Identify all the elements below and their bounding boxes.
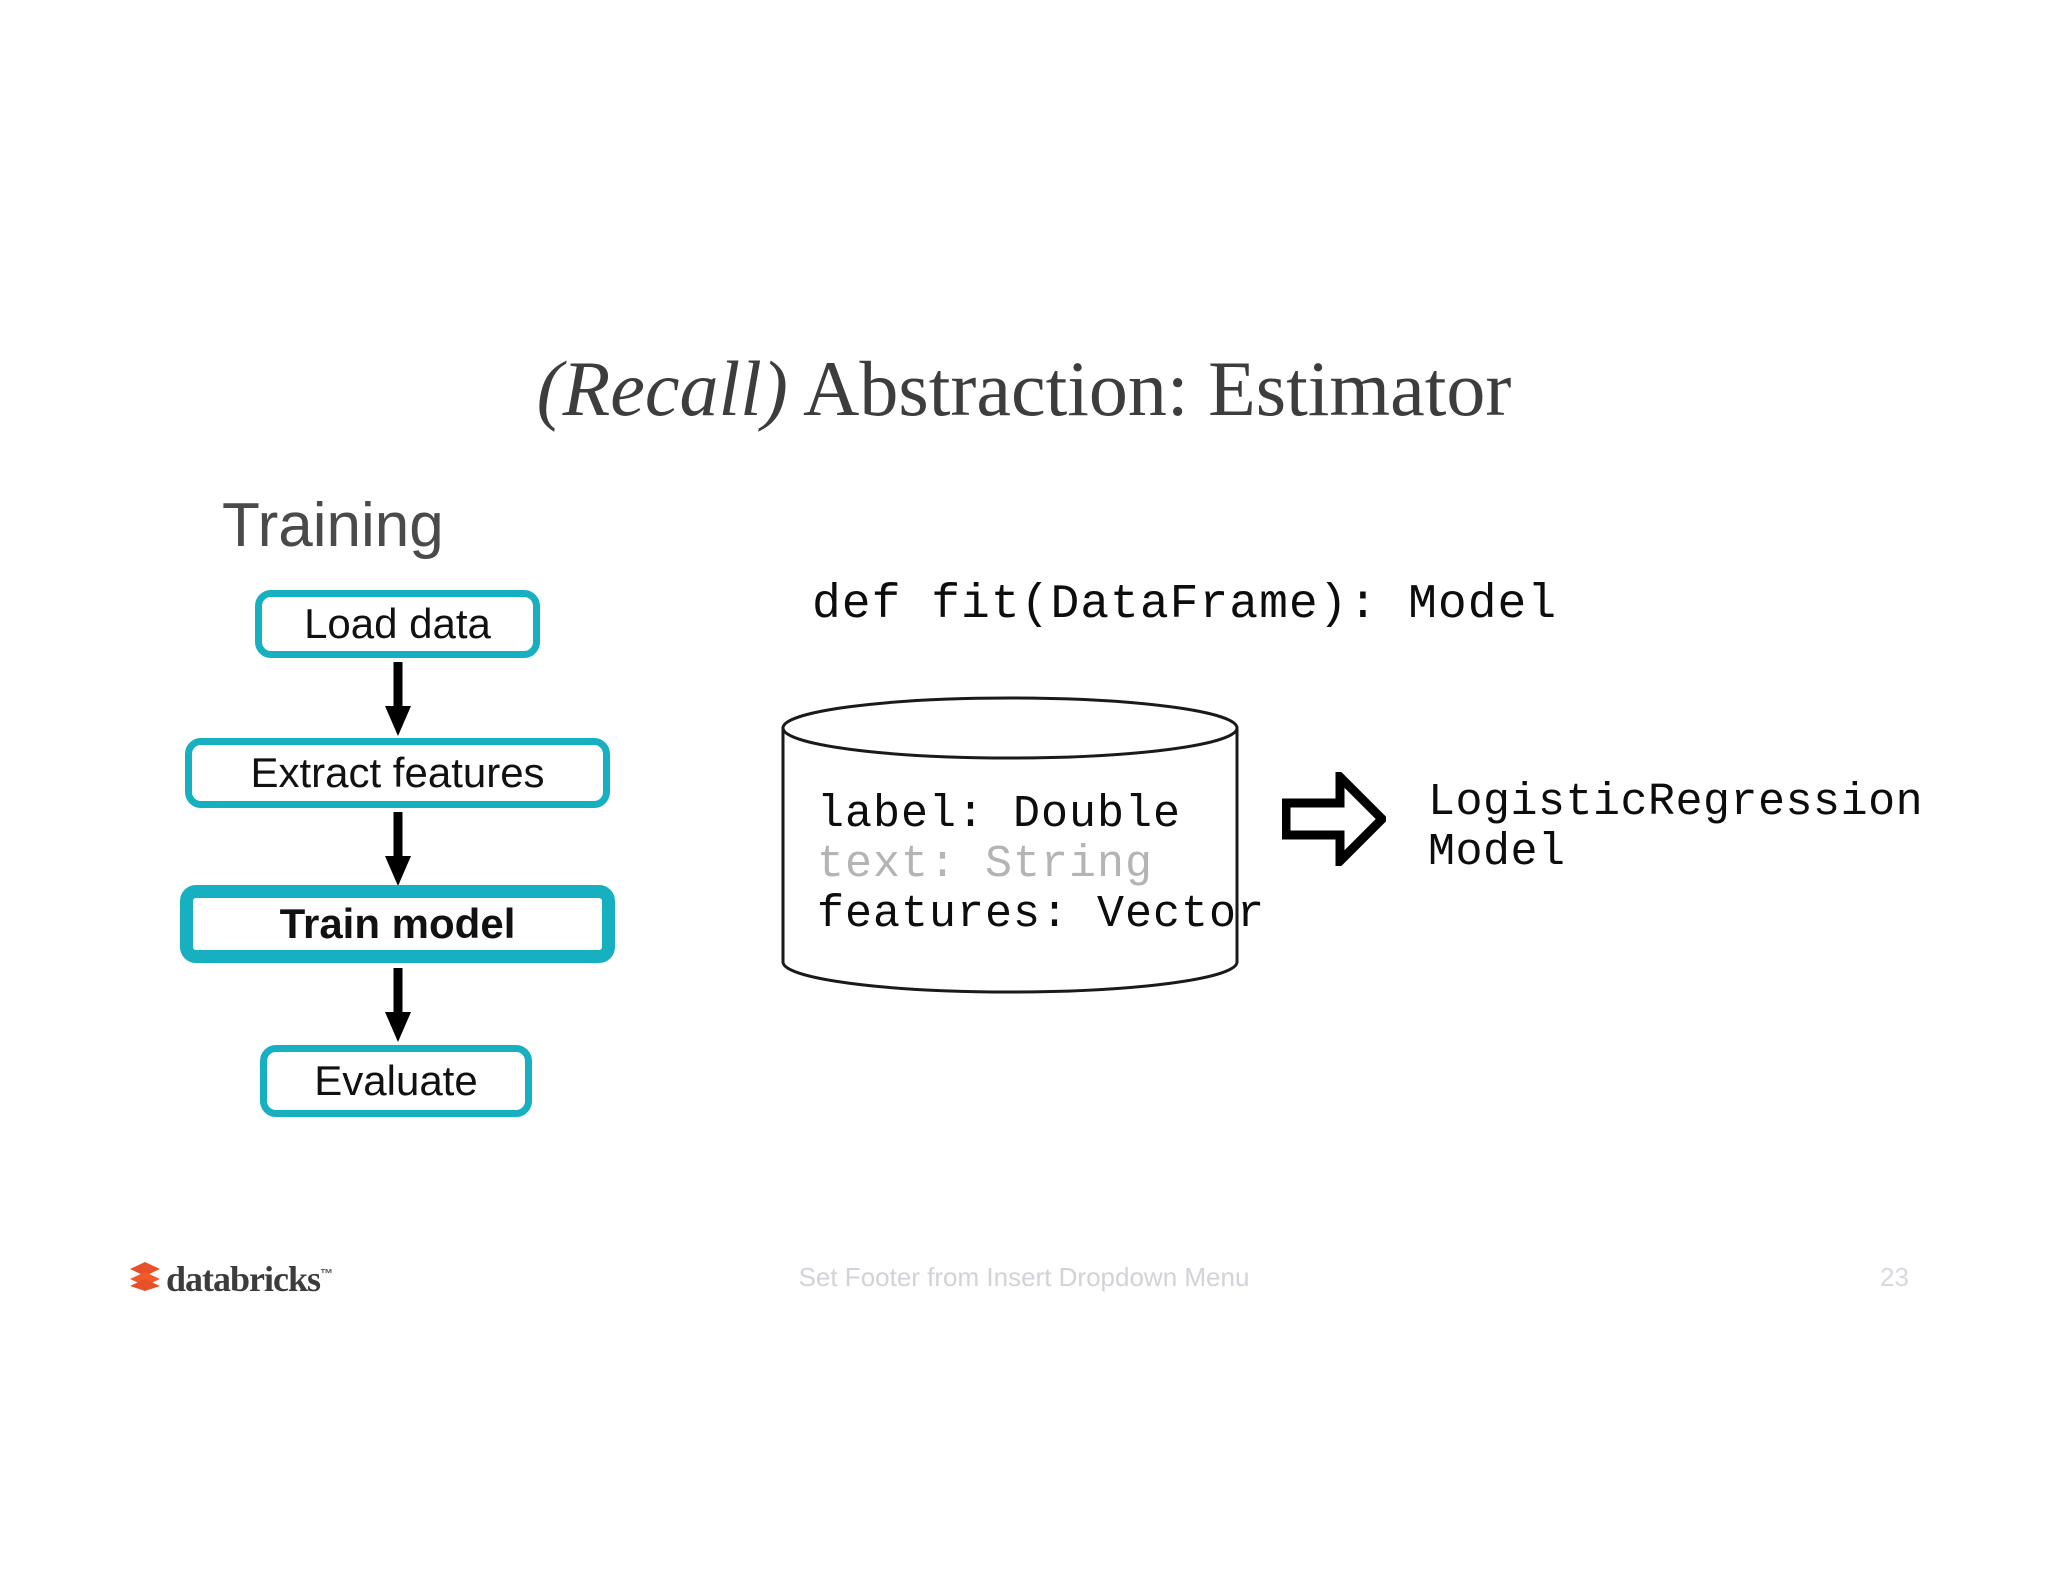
- schema-column-label: label: Double: [817, 789, 1182, 840]
- footer-text: Set Footer from Insert Dropdown Menu: [798, 1262, 1250, 1292]
- databricks-brick-icon: [128, 1260, 162, 1292]
- brand-text: databricks: [166, 1258, 321, 1299]
- estimator-output-label: LogisticRegression Model: [1428, 778, 1923, 878]
- title-main-text: Abstraction: Estimator: [787, 345, 1512, 432]
- page-title: (Recall) Abstraction: Estimator: [0, 344, 2048, 434]
- pipeline-step-label: Load data: [304, 600, 491, 647]
- estimator-signature: def fit(DataFrame): Model: [812, 578, 1558, 632]
- arrow-down-icon: [385, 968, 411, 1044]
- training-pipeline-diagram: Load data Extract features Train model: [180, 590, 720, 1117]
- output-line-1: LogisticRegression: [1428, 777, 1924, 828]
- schema-column-text: text: String: [817, 839, 1154, 890]
- dataframe-cylinder-icon: [780, 695, 1240, 995]
- pipeline-step-label: Extract features: [250, 749, 545, 796]
- pipeline-step-train-model[interactable]: Train model: [180, 885, 615, 963]
- arrow-right-block-icon: [1282, 772, 1386, 866]
- dataframe-schema-list: label: Double text: String features: Vec…: [817, 790, 1265, 940]
- pipeline-step-evaluate[interactable]: Evaluate: [260, 1045, 532, 1117]
- pipeline-step-load-data[interactable]: Load data: [255, 590, 540, 658]
- trademark-symbol: ™: [320, 1265, 333, 1281]
- title-recall-prefix: (Recall): [536, 345, 788, 432]
- slide-page-number: 23: [1880, 1262, 1909, 1292]
- schema-column-features: features: Vector: [817, 889, 1266, 940]
- pipeline-step-label: Evaluate: [314, 1057, 478, 1104]
- section-label-training: Training: [222, 491, 444, 560]
- output-line-2: Model: [1428, 827, 1566, 878]
- pipeline-step-label: Train model: [279, 900, 516, 947]
- arrow-down-icon: [385, 812, 411, 888]
- databricks-logo: databricks™: [128, 1256, 333, 1299]
- databricks-wordmark: databricks™: [166, 1256, 333, 1299]
- arrow-down-icon: [385, 662, 411, 738]
- pipeline-step-extract-features[interactable]: Extract features: [185, 738, 610, 808]
